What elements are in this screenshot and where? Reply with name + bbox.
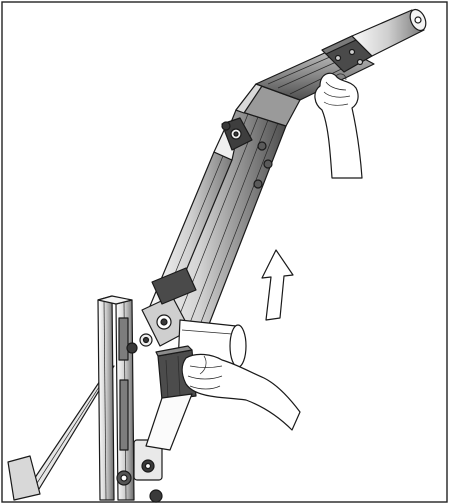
base-block	[7, 455, 41, 501]
lower-tube	[145, 393, 193, 451]
up-arrow-icon	[261, 249, 294, 321]
lower-pivot	[126, 267, 197, 354]
extension-tube	[351, 9, 425, 57]
upper-arm	[255, 8, 427, 101]
lower-hand-arm	[181, 353, 301, 431]
lower-hand	[181, 353, 301, 431]
gas-cylinder	[149, 117, 273, 315]
upper-hand	[314, 72, 363, 179]
upper-hand-arm	[314, 72, 363, 179]
